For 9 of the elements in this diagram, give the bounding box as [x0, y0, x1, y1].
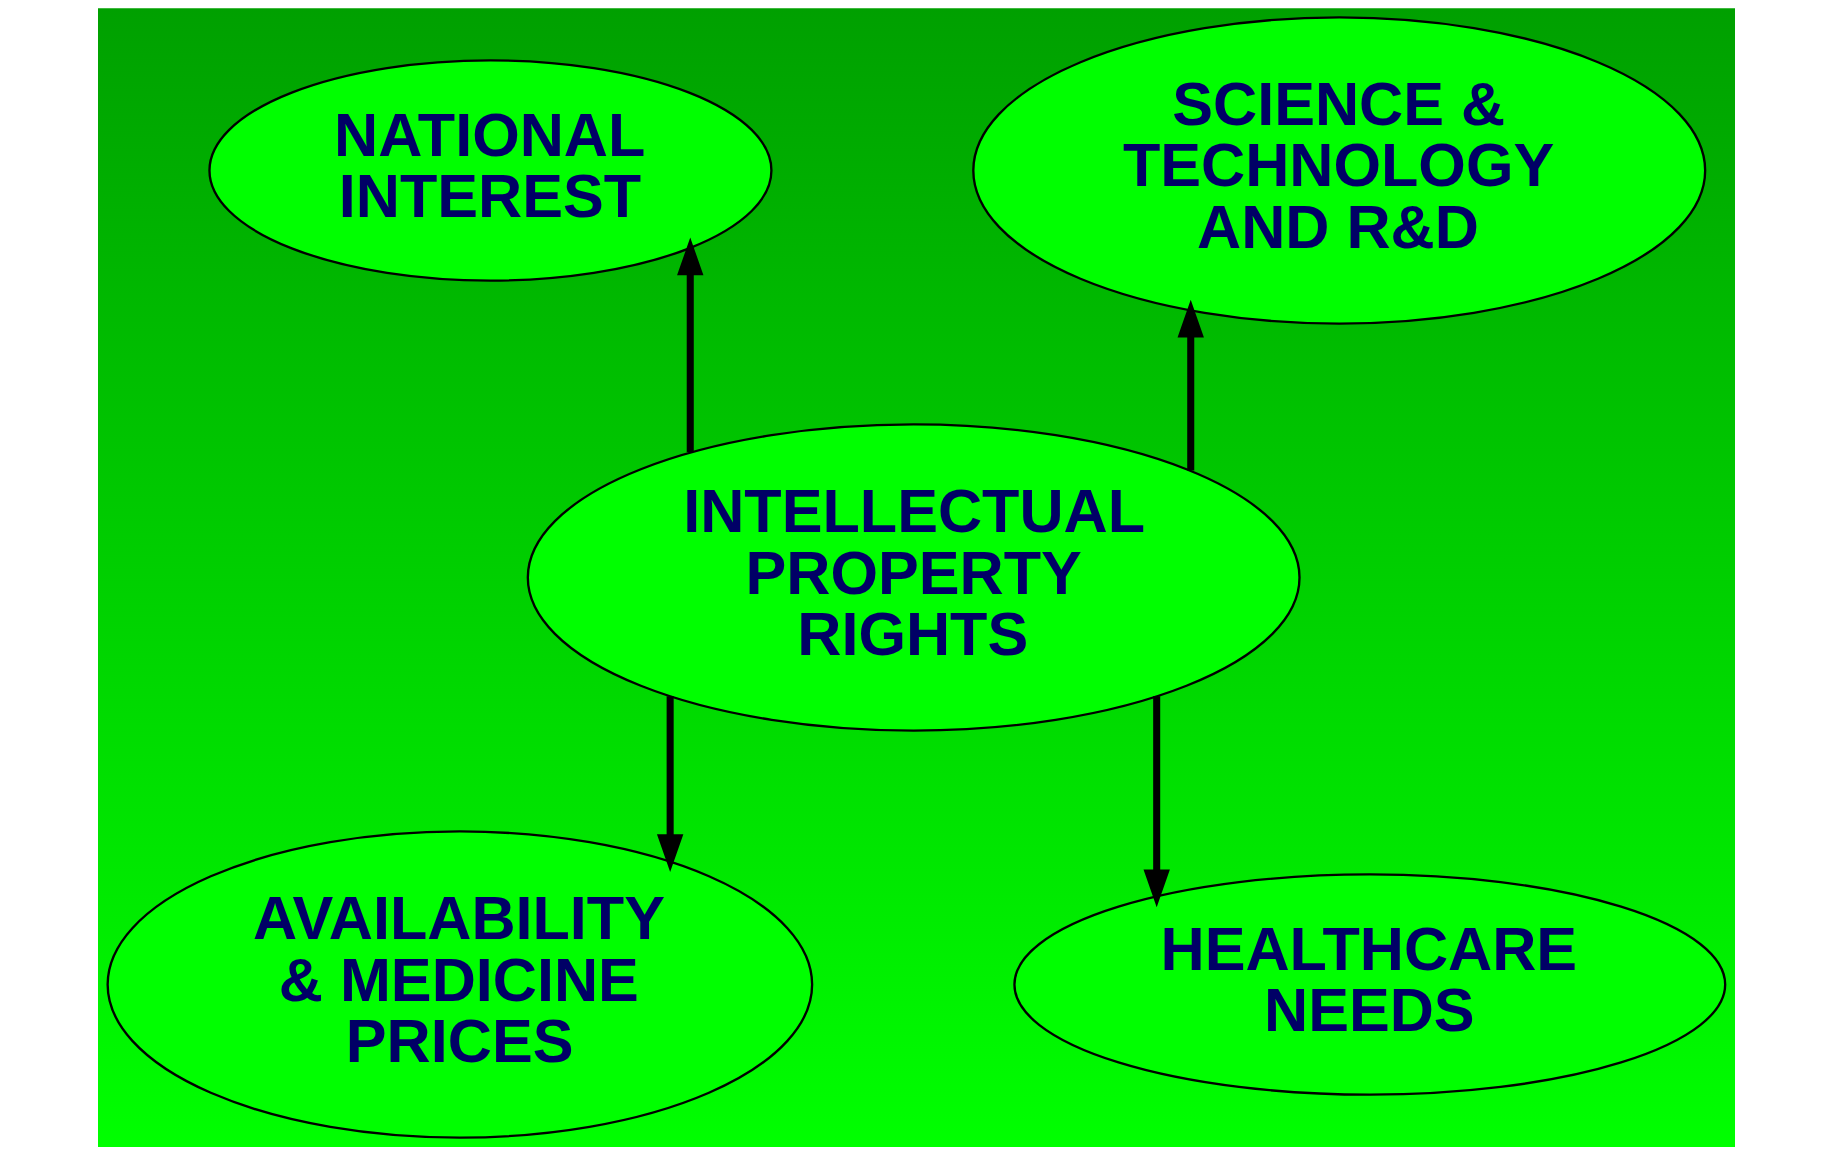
arrow: [676, 237, 703, 453]
node-ellipse: HEALTHCARE NEEDS: [1012, 873, 1726, 1096]
node-ellipse: INTELLECTUAL PROPERTY RIGHTS: [526, 423, 1301, 732]
node-ellipse: NATIONAL INTEREST: [207, 59, 773, 282]
arrow: [1143, 696, 1170, 908]
node-ellipse: AVAILABILITY & MEDICINE PRICES: [105, 830, 813, 1139]
node-ellipse: SCIENCE & TECHNOLOGY AND R&D: [971, 16, 1706, 325]
arrow: [1177, 299, 1204, 471]
arrow: [656, 696, 683, 872]
